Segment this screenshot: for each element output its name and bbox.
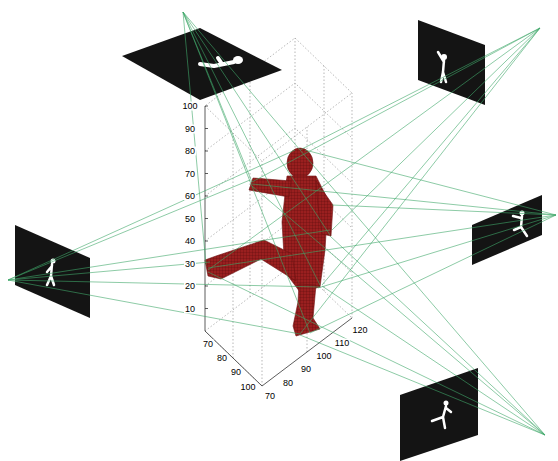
figure-leg	[205, 240, 296, 281]
silhouette-part	[432, 406, 451, 428]
axis-tick-label: 70	[184, 169, 196, 178]
axis-tick-label: 60	[184, 192, 196, 201]
figure-head	[287, 148, 313, 178]
voxel-figure	[205, 148, 333, 336]
camera-panels	[15, 20, 542, 461]
axis-tick-label: 10	[184, 304, 196, 313]
axis-tick-label: 80	[184, 147, 196, 156]
image-plane	[400, 368, 478, 461]
projection-rays	[8, 12, 556, 435]
axis-tick-label: 90	[184, 124, 196, 133]
axis-tick-label: 80	[216, 354, 228, 363]
ray-bundle	[208, 28, 540, 334]
silhouette	[432, 401, 451, 429]
axis-tick-label: 20	[184, 282, 196, 291]
ray-bundle	[208, 150, 556, 333]
z-axis	[205, 106, 208, 331]
image-plane	[122, 28, 282, 100]
ray-bundle	[183, 12, 330, 333]
axis-tick-label: 80	[282, 379, 294, 388]
axis-tick-label: 50	[184, 214, 196, 223]
grid-box	[205, 38, 352, 386]
silhouette-part	[200, 58, 234, 66]
axis-tick-label: 70	[202, 340, 214, 349]
silhouette-part	[47, 264, 54, 285]
axis-tick-label: 40	[184, 237, 196, 246]
ray-bundle	[208, 150, 545, 435]
axis-tick-label: 90	[300, 365, 312, 374]
grid-lines	[205, 66, 352, 386]
axis-tick-label: 90	[230, 368, 242, 377]
axis-tick-label: 100	[315, 352, 332, 361]
axis-tick-label: 120	[351, 326, 368, 335]
axis-tick-label: 100	[239, 383, 256, 392]
figure-leg	[293, 284, 320, 336]
axis-tick-label: 100	[181, 102, 198, 111]
ray-bundle	[8, 150, 330, 334]
box-edges	[205, 38, 352, 386]
axis-tick-label: 110	[334, 339, 350, 348]
silhouettes	[47, 52, 527, 428]
axis-tick-label: 70	[264, 392, 276, 401]
axis-tick-label: 30	[184, 259, 196, 268]
